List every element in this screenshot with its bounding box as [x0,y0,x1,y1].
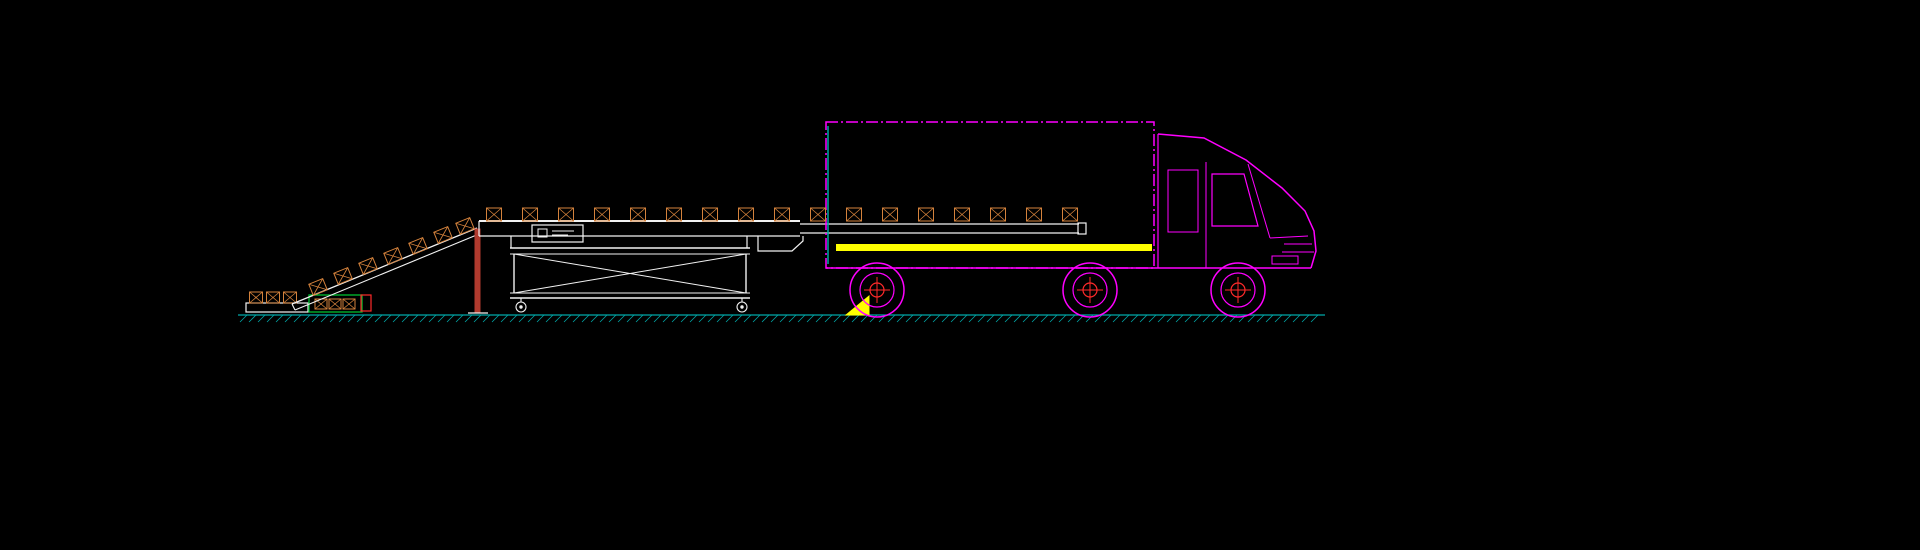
layer-support-frame [510,247,750,313]
caster-wheel-right [736,301,748,313]
layer-conveyor-crates [486,207,1078,222]
ground-hatch-line [238,314,1325,323]
front-wheel [1210,262,1266,318]
windshield-line [1247,163,1271,239]
conveyor-crate [954,207,970,222]
layer-truck-cargo-box [825,121,1311,316]
conveyor-crate [594,207,610,222]
ramp-crate [308,277,328,297]
conveyor-crate [486,207,502,222]
conveyor-crate [990,207,1006,222]
platform-crate [266,291,280,304]
post-column [474,228,481,314]
wheel-chock [844,294,870,316]
staging-bin [308,294,363,313]
staging-crate [342,298,356,310]
conveyor-crate [702,207,718,222]
ramp-crate [433,225,453,245]
drive-unit-housing [531,224,584,243]
layer-ground [238,314,1325,323]
side-window [1211,173,1259,227]
drive-unit-motor [537,228,548,238]
conveyor-crate [738,207,754,222]
platform-crate [283,291,297,304]
conveyor-crate [666,207,682,222]
hood-line [1269,235,1309,239]
conveyor-crate [1062,207,1078,222]
ramp-crate [455,216,475,236]
end-stop [360,294,372,312]
transition-bracket [757,236,804,252]
caster-wheel-left [515,301,527,313]
conveyor-crate [1026,207,1042,222]
ramp-end-cap [291,303,296,311]
ramp-crate [358,256,378,276]
conveyor-crate [558,207,574,222]
caster-hub-left [519,305,523,309]
side-stripe [836,244,1152,251]
layer-wheels [849,262,1266,318]
ramp-belt-bottom [294,233,480,311]
layer-loading-platform [245,291,372,313]
boom-end-pulley [1077,222,1087,235]
caster-hub-right [740,305,744,309]
conveyor-crate [810,207,826,222]
rear-tandem-wheel-2 [1062,262,1118,318]
conveyor-crate [522,207,538,222]
layer-truck-cab [1157,133,1317,269]
conveyor-crate [918,207,934,222]
ramp-crate [408,236,428,256]
conveyor-crate [846,207,862,222]
conveyor-crate [630,207,646,222]
cab-roof-profile [1157,133,1317,269]
platform-base [245,302,309,313]
ramp-crate [383,246,403,266]
rear-tandem-wheel-1 [849,262,905,318]
conveyor-crate [774,207,790,222]
conveyor-crate [882,207,898,222]
frame-cross-brace [513,253,747,294]
ramp-crate [333,266,353,286]
layer-incline-ramp-conveyor [291,216,480,311]
rear-cab-panel [1167,169,1199,233]
bumper-step [1271,255,1299,265]
layer-support-post [468,228,488,314]
staging-crate [328,298,342,310]
platform-crate [249,291,263,304]
cargo-box-outline [825,121,1155,269]
